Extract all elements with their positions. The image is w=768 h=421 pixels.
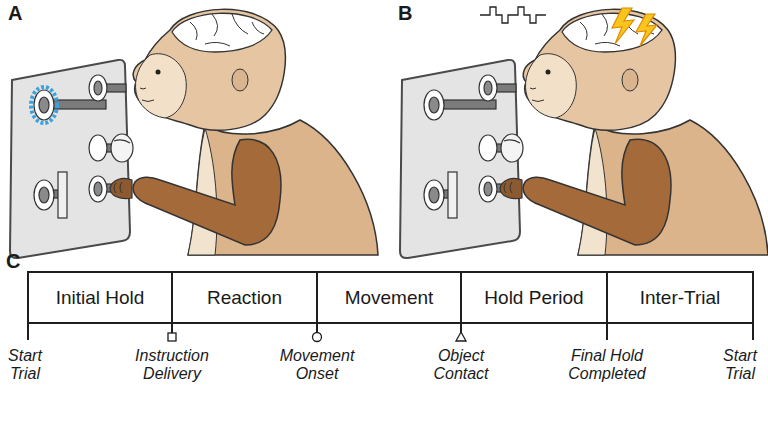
- event-label: Object Contact: [425, 347, 497, 384]
- phase-box: Reaction: [171, 271, 318, 324]
- event-label: Movement Onset: [270, 347, 365, 384]
- phase-label: Hold Period: [484, 287, 583, 309]
- phase-box: Hold Period: [460, 271, 608, 324]
- phase-label: Inter-Trial: [640, 287, 721, 309]
- event-label: Start Trial: [0, 347, 50, 384]
- phase-label: Movement: [345, 287, 434, 309]
- phase-label: Reaction: [207, 287, 282, 309]
- phase-label: Initial Hold: [56, 287, 145, 309]
- phase-box: Inter-Trial: [606, 271, 754, 324]
- panel-letter: B: [398, 2, 422, 25]
- phase-box: Initial Hold: [27, 271, 173, 324]
- event-label: Start Trial: [715, 347, 765, 384]
- event-label: Final Hold Completed: [559, 347, 655, 384]
- panel-letter: C: [6, 250, 30, 273]
- phase-box: Movement: [316, 271, 462, 324]
- event-label: Instruction Delivery: [122, 347, 222, 384]
- panel-letter: A: [8, 2, 32, 25]
